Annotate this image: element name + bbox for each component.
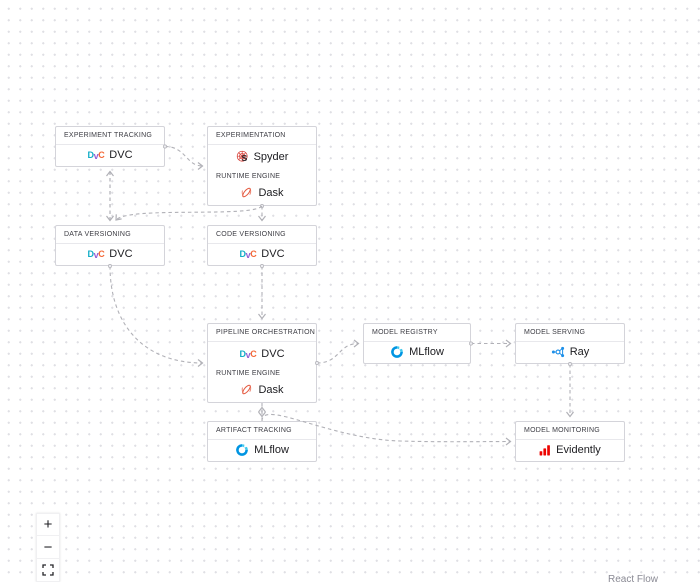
dask-icon bbox=[242, 385, 252, 395]
dvc-icon: DvC bbox=[239, 249, 257, 261]
node-model-monitoring[interactable]: MODEL MONITORING Evidently bbox=[515, 421, 625, 462]
node-title: MODEL SERVING bbox=[516, 324, 624, 342]
tool-row: Dask bbox=[208, 378, 316, 402]
tool-row: DvC DVC bbox=[208, 342, 316, 366]
ray-icon bbox=[551, 347, 564, 358]
evidently-icon bbox=[539, 445, 551, 456]
dvc-icon: DvC bbox=[87, 249, 105, 261]
spyder-icon: S bbox=[236, 151, 247, 164]
tool-label: DVC bbox=[261, 248, 285, 261]
flow-controls: + − bbox=[36, 513, 60, 582]
node-title: DATA VERSIONING bbox=[56, 226, 164, 244]
node-title: MODEL REGISTRY bbox=[364, 324, 470, 342]
node-title: EXPERIMENTATION bbox=[208, 127, 316, 145]
tool-row: Dask bbox=[208, 181, 316, 205]
tool-row: MLflow bbox=[208, 440, 316, 461]
node-pipeline-orchestration[interactable]: PIPELINE ORCHESTRATION DvC DVC RUNTIME ENGI… bbox=[207, 323, 317, 403]
mlflow-icon bbox=[391, 345, 404, 359]
tool-row: DvC DVC bbox=[56, 145, 164, 166]
tool-label: Dask bbox=[258, 383, 284, 396]
dvc-icon: DvC bbox=[87, 150, 105, 162]
tool-label: MLflow bbox=[254, 444, 289, 457]
tool-row: DvC DVC bbox=[56, 244, 164, 265]
node-title: MODEL MONITORING bbox=[516, 422, 624, 440]
tool-label: Ray bbox=[569, 346, 590, 359]
tool-label: MLflow bbox=[409, 346, 444, 359]
tool-row: MLflow bbox=[364, 342, 470, 363]
svg-text:S: S bbox=[241, 154, 247, 164]
tool-label: Evidently bbox=[556, 444, 601, 457]
node-title: EXPERIMENT TRACKING bbox=[56, 127, 164, 145]
dvc-icon: DvC bbox=[239, 348, 257, 360]
tool-label: Dask bbox=[258, 186, 284, 199]
zoom-in-button[interactable]: + bbox=[36, 513, 60, 536]
node-model-registry[interactable]: MODEL REGISTRY MLflow bbox=[363, 323, 471, 364]
tool-row: S Spyder bbox=[208, 145, 316, 169]
node-title: PIPELINE ORCHESTRATION bbox=[208, 324, 316, 342]
tool-row: DvC DVC bbox=[208, 244, 316, 265]
tool-row: Evidently bbox=[516, 440, 624, 461]
mlflow-icon bbox=[236, 443, 249, 457]
node-code-versioning[interactable]: CODE VERSIONING DvC DVC bbox=[207, 225, 317, 266]
reactflow-attribution[interactable]: React Flow bbox=[607, 574, 658, 582]
tool-label: DVC bbox=[109, 248, 133, 261]
node-experiment-tracking[interactable]: EXPERIMENT TRACKING DvC DVC bbox=[55, 126, 165, 167]
node-model-serving[interactable]: MODEL SERVING Ray bbox=[515, 323, 625, 364]
node-artifact-tracking[interactable]: ARTIFACT TRACKING MLflow bbox=[207, 421, 317, 462]
node-title: CODE VERSIONING bbox=[208, 226, 316, 244]
zoom-out-button[interactable]: − bbox=[36, 536, 60, 559]
section-label: RUNTIME ENGINE bbox=[216, 370, 281, 377]
node-title: ARTIFACT TRACKING bbox=[208, 422, 316, 440]
tool-label: DVC bbox=[109, 149, 133, 162]
tool-row: Ray bbox=[516, 342, 624, 363]
tool-label: DVC bbox=[261, 347, 285, 360]
fit-view-button[interactable] bbox=[36, 559, 60, 582]
fit-view-icon bbox=[42, 564, 54, 576]
node-data-versioning[interactable]: DATA VERSIONING DvC DVC bbox=[55, 225, 165, 266]
tool-label: Spyder bbox=[253, 150, 289, 163]
section-label: RUNTIME ENGINE bbox=[216, 173, 281, 180]
dask-icon bbox=[242, 188, 252, 198]
